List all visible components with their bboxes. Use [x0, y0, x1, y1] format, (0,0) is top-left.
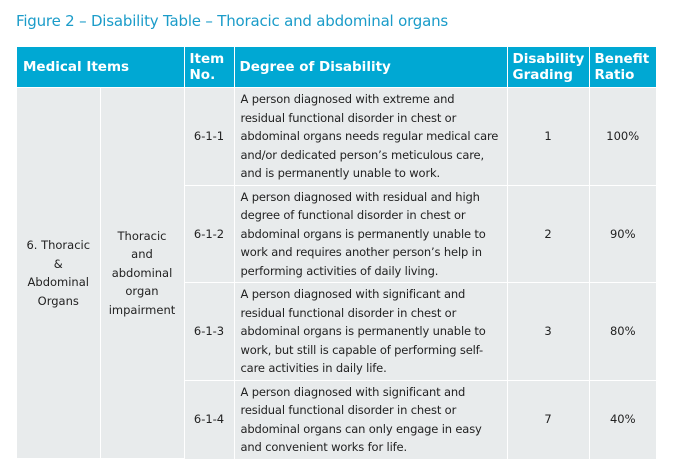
ratio-cell: 40%	[588, 379, 656, 459]
degree-cell: A person diagnosed with significant and …	[233, 282, 508, 381]
ratio-cell: 100%	[588, 87, 656, 186]
item-no-cell: 6-1-1	[183, 87, 235, 186]
category-cell: 6. Thoracic & Abdominal Organs	[17, 87, 101, 459]
degree-cell: A person diagnosed with residual and hig…	[233, 184, 508, 283]
header-degree: Degree of Disability	[233, 47, 507, 88]
table-row: 6. Thoracic & Abdominal Organs Thoracic …	[17, 87, 656, 459]
grading-cell: 3	[506, 282, 590, 381]
grading-cell: 2	[506, 184, 590, 283]
subcategory-cell: Thoracic and abdominal organ impairment	[99, 87, 185, 459]
ratio-cell: 90%	[588, 184, 656, 283]
figure-title: Figure 2 – Disability Table – Thoracic a…	[16, 12, 449, 30]
header-medical-items: Medical Items	[17, 47, 184, 88]
item-no-cell: 6-1-2	[184, 184, 235, 283]
table-row: 6-1-3 A person diagnosed with significan…	[17, 282, 656, 381]
grading-cell: 7	[506, 379, 590, 459]
table-row: 6-1-4 A person diagnosed with significan…	[17, 379, 656, 459]
grading-cell: 1	[506, 87, 590, 186]
degree-cell: A person diagnosed with significant and …	[233, 379, 508, 459]
item-no-cell: 6-1-4	[184, 379, 235, 459]
ratio-cell: 80%	[588, 282, 656, 381]
item-no-cell: 6-1-3	[184, 282, 235, 381]
degree-cell: A person diagnosed with extreme and resi…	[233, 87, 508, 186]
